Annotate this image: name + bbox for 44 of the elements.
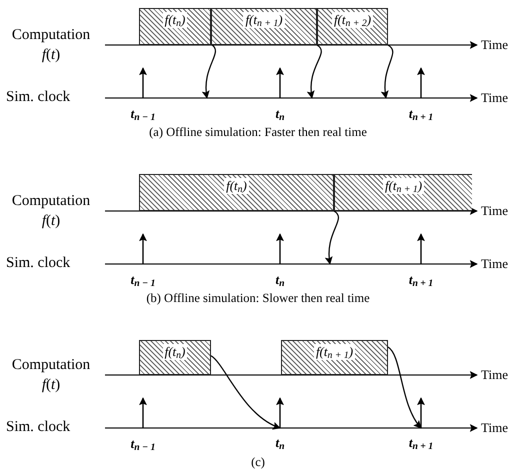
curved-arrow bbox=[210, 355, 281, 429]
panel-caption: (c) bbox=[251, 454, 265, 470]
row-label: Computation f(t) bbox=[10, 192, 92, 231]
block-label: f(t$_{n + 1}$) bbox=[243, 12, 285, 28]
computation-block bbox=[281, 340, 388, 375]
block-label: f(t$_{n}$) bbox=[162, 12, 188, 28]
axis-label: Time bbox=[481, 256, 508, 272]
computation-block bbox=[334, 174, 472, 211]
tick-label: t$_{n}$ bbox=[268, 429, 292, 451]
curved-arrow bbox=[307, 44, 322, 99]
tick-label: t$_{n + 1}$ bbox=[408, 272, 434, 288]
curved-arrow bbox=[202, 44, 216, 99]
tick-label: t$_{n − 1}$ bbox=[130, 272, 156, 288]
block-label: f(t$_{n}$) bbox=[162, 344, 188, 360]
block-label: f(t$_{n + 2}$) bbox=[332, 12, 374, 28]
curved-arrow bbox=[388, 346, 422, 429]
tick-label: t$_{n}$ bbox=[275, 272, 285, 288]
panel-caption: (a) Offline simulation: Faster then real time bbox=[149, 124, 367, 140]
axis-label: Time bbox=[481, 90, 508, 106]
tick-label: t$_{n + 1}$ bbox=[408, 106, 434, 122]
block-label: f(t$_{n}$) bbox=[224, 178, 249, 194]
axis-label: Time bbox=[481, 420, 508, 436]
tick-label: t$_{n − 1}$ bbox=[130, 436, 156, 452]
row-label: Sim. clock bbox=[6, 254, 70, 272]
row-label: Computation f(t) bbox=[10, 356, 92, 395]
tick-label: t$_{n + 1}$ bbox=[405, 429, 437, 451]
axis-label: Time bbox=[481, 37, 508, 53]
block-label: f(t$_{n + 1}$) bbox=[382, 178, 424, 194]
panel-caption: (b) Offline simulation: Slower then real time bbox=[146, 290, 370, 306]
row-label: Sim. clock bbox=[6, 418, 70, 436]
computation-block bbox=[317, 8, 388, 45]
axis-label: Time bbox=[481, 367, 508, 383]
computation-block bbox=[211, 8, 317, 45]
computation-block bbox=[139, 8, 211, 45]
block-label: f(t$_{n + 1}$) bbox=[314, 344, 356, 360]
row-label: Sim. clock bbox=[6, 88, 70, 106]
curved-arrow bbox=[325, 210, 340, 265]
computation-block bbox=[139, 174, 334, 211]
curved-arrow bbox=[381, 44, 394, 99]
tick-label: t$_{n − 1}$ bbox=[130, 106, 156, 122]
tick-label: t$_{n}$ bbox=[275, 106, 285, 122]
row-label: Computation f(t) bbox=[10, 26, 92, 65]
computation-block bbox=[139, 340, 211, 375]
axis-label: Time bbox=[481, 203, 508, 219]
